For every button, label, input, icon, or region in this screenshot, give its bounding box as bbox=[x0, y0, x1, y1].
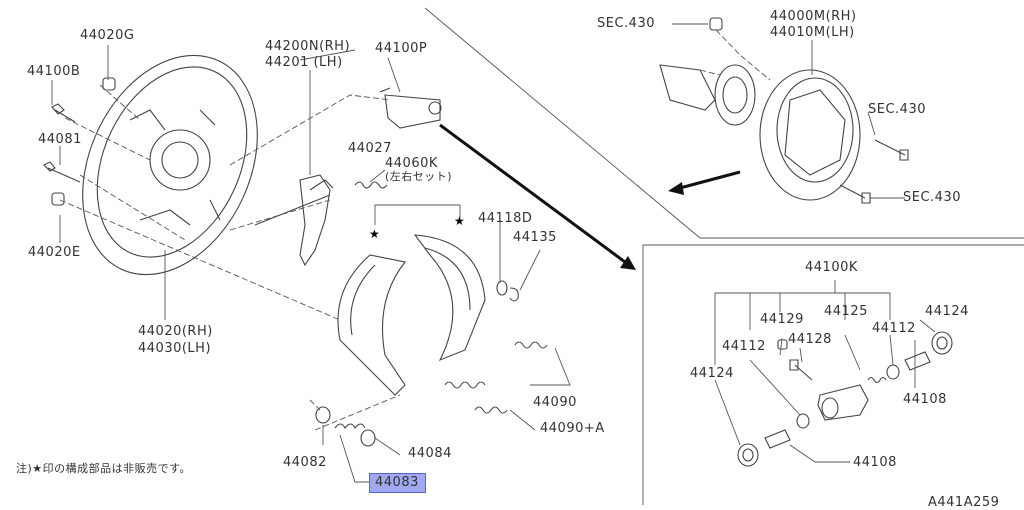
cup-44082[interactable] bbox=[315, 406, 331, 424]
label-44125: 44125 bbox=[824, 304, 868, 319]
hub-bearing[interactable] bbox=[714, 64, 756, 126]
label-44129: 44129 bbox=[760, 312, 804, 327]
label-44112-right: 44112 bbox=[872, 321, 916, 336]
arrow-to-inset bbox=[439, 123, 626, 264]
label-sec430-mid: SEC.430 bbox=[868, 102, 926, 117]
label-44108-right: 44108 bbox=[903, 392, 947, 407]
label-44010m: 44010M(LH) bbox=[770, 25, 855, 40]
label-44020e: 44020E bbox=[28, 245, 81, 260]
label-44082: 44082 bbox=[283, 455, 327, 470]
spring-44027[interactable] bbox=[354, 181, 388, 189]
label-44124-right: 44124 bbox=[925, 304, 969, 319]
upper-divider-line bbox=[424, 7, 701, 239]
washer-44118d[interactable] bbox=[496, 280, 508, 296]
assembly-line-2 bbox=[229, 94, 391, 231]
boot-44124-left[interactable] bbox=[737, 443, 759, 467]
spring-44125[interactable] bbox=[867, 376, 887, 384]
arrow-head-upper bbox=[668, 182, 684, 195]
star-mark-right: ★ bbox=[454, 214, 465, 228]
wheel-cylinder-body[interactable] bbox=[817, 384, 869, 421]
piston-44108-left[interactable] bbox=[764, 429, 791, 449]
label-44112-left: 44112 bbox=[722, 339, 766, 354]
wheel-cylinder-44100p[interactable] bbox=[379, 87, 442, 129]
arrow-to-upper bbox=[679, 170, 741, 190]
backing-plate[interactable] bbox=[49, 27, 291, 303]
label-44108-bottom: 44108 bbox=[853, 455, 897, 470]
clip-44135[interactable] bbox=[509, 287, 519, 302]
assembly-lines-upper bbox=[699, 29, 771, 81]
brake-shoe-left[interactable] bbox=[337, 254, 406, 396]
label-44030-lh: 44030(LH) bbox=[138, 341, 212, 356]
label-44083[interactable]: 44083 bbox=[375, 475, 419, 490]
footnote-text: 注)★印の構成部品は非販売です。 bbox=[16, 462, 192, 475]
label-44000m: 44000M(RH) bbox=[770, 9, 857, 24]
brake-shoe-right[interactable] bbox=[413, 234, 486, 362]
kit-bracket-44060k bbox=[374, 204, 461, 225]
assembly-line-3 bbox=[309, 394, 401, 431]
label-44060k: 44060K bbox=[385, 156, 438, 171]
spring-44083[interactable] bbox=[334, 423, 366, 430]
assembly-line-1 bbox=[59, 84, 341, 321]
nut-44020e[interactable] bbox=[51, 192, 65, 206]
highlight-44083 bbox=[369, 473, 426, 493]
label-44124-left: 44124 bbox=[690, 366, 734, 381]
label-44100p: 44100P bbox=[375, 41, 428, 56]
label-44081: 44081 bbox=[38, 132, 82, 147]
bleeder-44128[interactable] bbox=[789, 359, 813, 381]
label-44135: 44135 bbox=[513, 230, 557, 245]
label-44090: 44090 bbox=[533, 395, 577, 410]
cup-44112-left[interactable] bbox=[796, 413, 810, 429]
diagram-code: A441A259 bbox=[928, 495, 1000, 510]
label-44090a: 44090+A bbox=[540, 421, 605, 436]
bolt-sec430-mid[interactable] bbox=[874, 139, 909, 161]
piston-44108-right[interactable] bbox=[904, 351, 931, 371]
bolt-sec430-bot[interactable] bbox=[839, 184, 871, 204]
label-44128: 44128 bbox=[788, 332, 832, 347]
leader-lines-left bbox=[51, 45, 571, 483]
bolt-44100b[interactable] bbox=[51, 103, 76, 123]
adjuster-lever-44200n[interactable] bbox=[254, 174, 334, 267]
brake-assembly-44000m[interactable] bbox=[759, 69, 861, 201]
star-mark-left: ★ bbox=[369, 227, 380, 241]
bracket-sec430[interactable] bbox=[659, 64, 716, 111]
label-44027: 44027 bbox=[348, 141, 392, 156]
inset-box-frame bbox=[642, 244, 1024, 505]
boot-44124-right[interactable] bbox=[931, 331, 953, 355]
label-44201: 44201 (LH) bbox=[265, 55, 343, 70]
nut-sec430-top[interactable] bbox=[709, 17, 723, 31]
label-44200n: 44200N(RH) bbox=[265, 39, 351, 54]
label-sec430-top: SEC.430 bbox=[597, 16, 655, 31]
label-44100b: 44100B bbox=[27, 64, 81, 79]
cup-44112-right[interactable] bbox=[886, 364, 900, 380]
inset-leader-lines bbox=[714, 280, 936, 463]
label-44020-rh: 44020(RH) bbox=[138, 324, 213, 339]
cup-44084[interactable] bbox=[360, 429, 376, 447]
bleeder-44081[interactable] bbox=[43, 161, 81, 183]
cap-44129[interactable] bbox=[777, 339, 788, 350]
spring-44090[interactable] bbox=[444, 341, 548, 389]
label-44084: 44084 bbox=[408, 446, 452, 461]
label-44060k-sub: (左右セット) bbox=[385, 170, 453, 183]
arrow-head-inset bbox=[620, 256, 636, 270]
nut-44020g[interactable] bbox=[102, 77, 116, 91]
leader-lines-upper bbox=[672, 23, 905, 199]
label-44118d: 44118D bbox=[478, 211, 533, 226]
label-44020g: 44020G bbox=[80, 28, 135, 43]
spring-44090a[interactable] bbox=[474, 406, 508, 414]
label-sec430-bot: SEC.430 bbox=[903, 190, 961, 205]
label-44100k: 44100K bbox=[805, 260, 858, 275]
